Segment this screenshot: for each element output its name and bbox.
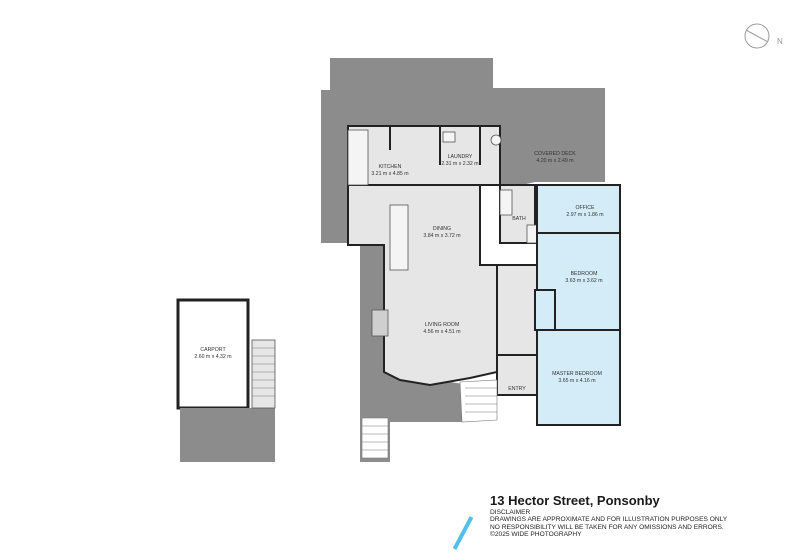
disclaimer-line-1: DRAWINGS ARE APPROXIMATE AND FOR ILLUSTR… (490, 516, 728, 524)
office-dims: 2.97 m x 1.86 m (566, 212, 603, 218)
disclaimer-line-2: NO RESPONSIBILITY WILL BE TAKEN FOR ANY … (490, 523, 724, 531)
laundry-dims: 2.31 m x 2.32 m (441, 161, 478, 167)
covered-deck-label: COVERED DECK (534, 151, 576, 157)
disclaimer: DISCLAIMER DRAWINGS ARE APPROXIMATE AND … (490, 509, 727, 539)
carport-dims: 2.60 m x 4.32 m (194, 354, 231, 360)
compass-label: N (777, 37, 783, 46)
disclaimer-line-3: ©2025 WIDE PHOTOGRAPHY (490, 531, 582, 539)
covered-deck-dims: 4.20 m x 2.49 m (536, 158, 573, 164)
master-bedroom-dims: 3.65 m x 4.16 m (558, 378, 595, 384)
fixtures (347, 129, 546, 337)
kitchen-label: KITCHEN (379, 164, 402, 170)
master-bedroom-label: MASTER BEDROOM (552, 371, 602, 377)
front-steps (361, 379, 498, 459)
entry-label: ENTRY (508, 386, 526, 392)
office-label: OFFICE (575, 205, 595, 211)
laundry-label: LAUNDRY (448, 154, 473, 160)
property-address: 13 Hector Street, Ponsonby (490, 493, 660, 508)
dining-dims: 3.84 m x 3.72 m (423, 233, 460, 239)
carport-label: CARPORT (200, 347, 226, 353)
dining-label: DINING (433, 226, 451, 232)
disclaimer-heading: DISCLAIMER (490, 509, 531, 516)
north-arrow-icon: N (744, 23, 783, 49)
carport: CARPORT 2.60 m x 4.32 m (176, 298, 276, 462)
bath-label: BATH (512, 216, 526, 222)
bedrooms (534, 184, 621, 426)
bedroom-dims: 3.63 m x 3.62 m (565, 278, 602, 284)
living-room-dims: 4.56 m x 4.51 m (423, 329, 460, 335)
room-labels: KITCHEN 3.21 m x 4.85 m LAUNDRY 2.31 m x… (371, 151, 603, 392)
partitions (348, 126, 537, 356)
bedroom-label: BEDROOM (571, 271, 598, 277)
living-room-label: LIVING ROOM (425, 322, 460, 328)
kitchen-dims: 3.21 m x 4.85 m (371, 171, 408, 177)
